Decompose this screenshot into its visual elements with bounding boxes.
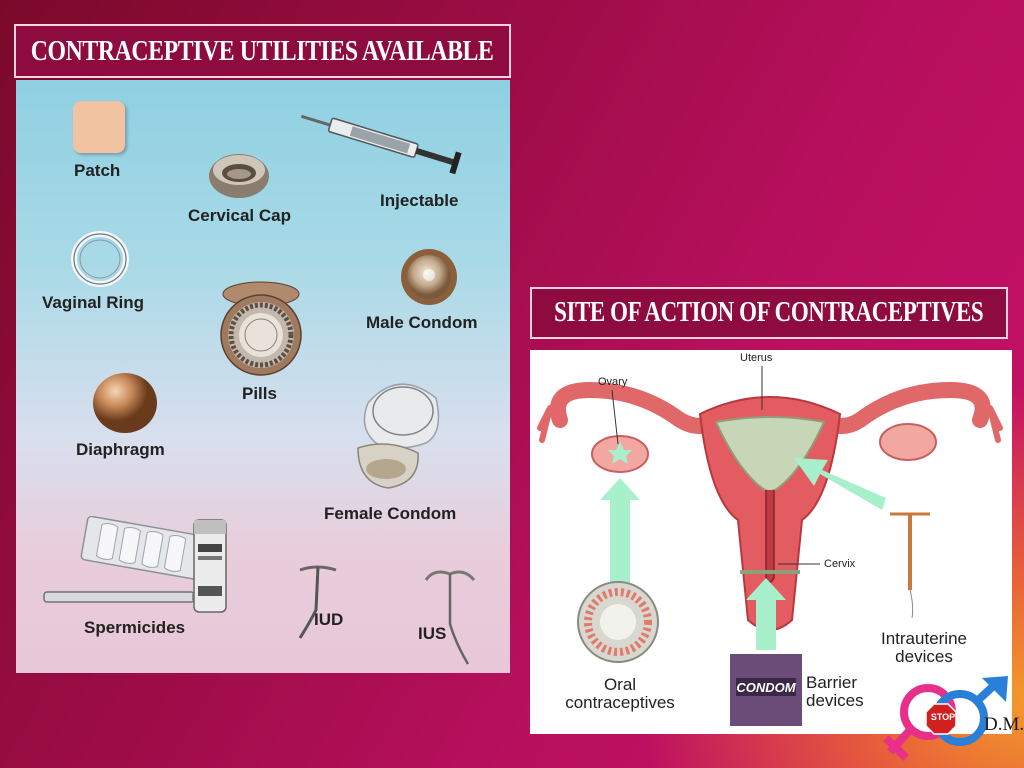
- diaphragm-label: Diaphragm: [76, 440, 165, 459]
- pills-image: [220, 281, 302, 376]
- barrier-label-line2: devices: [806, 691, 864, 710]
- diaphragm-image: [93, 373, 157, 433]
- left-title: CONTRACEPTIVE UTILITIES AVAILABLE: [14, 24, 511, 78]
- injectable-label: Injectable: [380, 191, 459, 210]
- site-of-action-diagram: Uterus Ovary Cervix Intrauterine devices…: [530, 350, 1012, 734]
- stop-sign-text: STOP: [930, 712, 956, 722]
- patch-label: Patch: [74, 161, 121, 180]
- right-title: SITE OF ACTION OF CONTRACEPTIVES: [530, 287, 1008, 339]
- spermicides-image: [43, 516, 214, 603]
- left-title-text: CONTRACEPTIVE UTILITIES AVAILABLE: [31, 34, 494, 67]
- iud-label-line1: Intrauterine: [881, 629, 967, 648]
- male-condom-label: Male Condom: [366, 313, 478, 332]
- logo-suffix: D.M.: [984, 714, 1024, 735]
- female-condom-image: [357, 383, 440, 489]
- vaginal-ring-label: Vaginal Ring: [42, 293, 145, 312]
- right-title-text: SITE OF ACTION OF CONTRACEPTIVES: [554, 297, 984, 328]
- intrauterine-devices-label: Intrauterine devices: [868, 630, 980, 666]
- condom-pack-text: CONDOM: [736, 680, 796, 695]
- injectable-image: [300, 114, 462, 175]
- gender-symbol-logo: STOP D.M.: [876, 676, 1024, 766]
- uterus-label: Uterus: [740, 352, 773, 364]
- iud-label-line2: devices: [895, 647, 953, 666]
- uterus-diagram: [537, 366, 1003, 726]
- spermicide-can-image: [193, 519, 227, 613]
- contraceptive-utilities-photo: Patch Cervical Cap Injectable Vaginal Ri…: [16, 80, 510, 673]
- cervix-label: Cervix: [824, 558, 856, 570]
- oral-label-line2: contraceptives: [565, 693, 675, 712]
- pills-label: Pills: [242, 384, 277, 403]
- ovary-label: Ovary: [598, 376, 628, 388]
- ius-label: IUS: [418, 624, 447, 643]
- male-condom-image: [401, 249, 457, 305]
- oral-label-line1: Oral: [603, 675, 637, 694]
- logo-graphic: [883, 676, 1008, 761]
- cervical-cap-label: Cervical Cap: [188, 206, 291, 225]
- ius-image: [424, 570, 476, 665]
- patch-image: [73, 101, 125, 153]
- cervical-cap-image: [209, 154, 269, 198]
- spermicides-label: Spermicides: [84, 618, 186, 637]
- oral-contraceptives-label: Oral contraceptives: [550, 676, 690, 712]
- vaginal-ring-image: [71, 231, 129, 287]
- barrier-label-line1: Barrier: [806, 673, 858, 692]
- female-condom-label: Female Condom: [324, 504, 457, 523]
- barrier-devices-label: Barrier devices: [806, 674, 876, 710]
- iud-image: [298, 565, 337, 639]
- iud-label: IUD: [314, 610, 344, 629]
